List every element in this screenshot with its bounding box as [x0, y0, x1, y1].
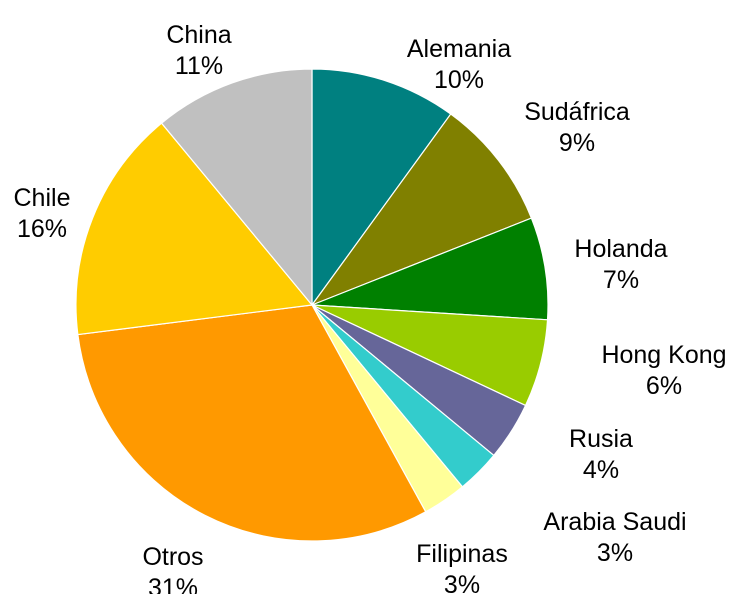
category-label-otros: Otros — [142, 543, 203, 571]
pie-slice-otros — [77, 304, 427, 542]
pie-slice-holanda — [311, 217, 549, 321]
category-label-sudafrica: Sudáfrica — [524, 98, 630, 126]
pie-slice-sudafrica — [310, 113, 533, 307]
pie-slice-chile — [75, 122, 314, 336]
percent-label-holanda: 7% — [603, 266, 639, 294]
category-label-holanda: Holanda — [574, 235, 667, 263]
category-label-alemania: Alemania — [407, 35, 511, 63]
percent-label-filipinas: 3% — [444, 571, 480, 594]
percent-label-china: 11% — [175, 52, 223, 80]
category-label-filipinas: Filipinas — [416, 540, 508, 568]
percent-label-alemania: 10% — [434, 66, 484, 94]
percent-label-sudafrica: 9% — [559, 129, 595, 157]
category-label-hong-kong: Hong Kong — [601, 341, 726, 369]
pie-slices — [75, 68, 549, 542]
category-label-rusia: Rusia — [569, 425, 633, 453]
percent-label-rusia: 4% — [583, 456, 619, 484]
pie-labels: Alemania 10% Sudáfrica 9% Holanda 7% Hong Kong… — [14, 21, 727, 594]
pie-slice-alemania — [311, 68, 452, 307]
category-label-arabia-saudi: Arabia Saudi — [543, 508, 686, 536]
percent-label-hong-kong: 6% — [646, 372, 682, 400]
percent-label-otros: 31% — [148, 574, 198, 594]
percent-label-chile: 16% — [17, 215, 67, 243]
percent-label-arabia-saudi: 3% — [597, 539, 633, 567]
category-label-china: China — [166, 21, 231, 49]
category-label-chile: Chile — [14, 184, 71, 212]
pie-slice-china — [160, 68, 313, 307]
